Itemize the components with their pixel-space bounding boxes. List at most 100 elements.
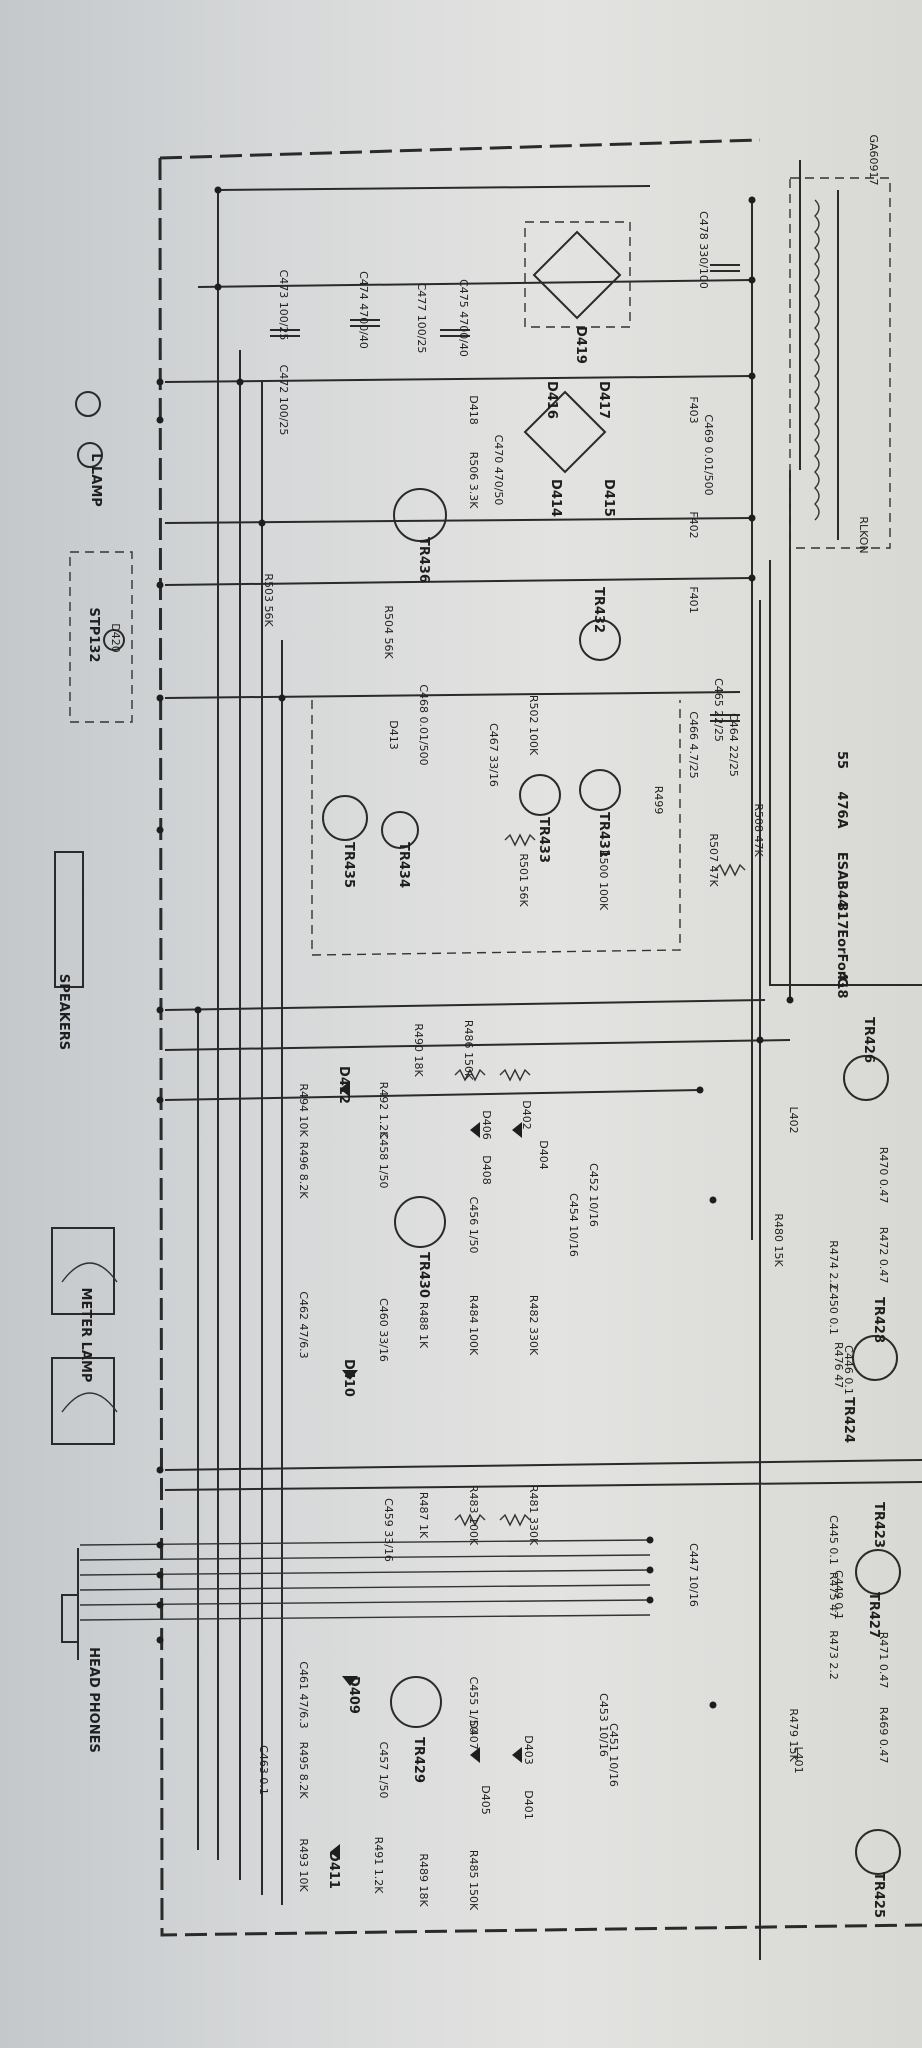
label-meter: METER LAMP — [78, 1288, 93, 1383]
label-c460: C460 33/16 — [377, 1298, 390, 1362]
label-d403: D403 — [522, 1735, 535, 1764]
label-d409: D409 — [346, 1676, 361, 1714]
terminal-dot — [756, 1036, 764, 1044]
label-d412: D412 — [336, 1066, 351, 1104]
label-r484: R484 100K — [467, 1295, 480, 1356]
protection-box — [311, 700, 681, 956]
terminal-dot — [748, 196, 756, 204]
terminal-dot — [696, 1086, 704, 1094]
label-ic_d: 418 — [834, 971, 849, 998]
label-r479: R479 15K — [787, 1708, 800, 1762]
meter-left — [51, 1357, 115, 1445]
label-d420: D420 — [109, 623, 122, 652]
label-c453: C453 10/16 — [597, 1693, 610, 1757]
terminal-dot — [156, 581, 164, 589]
terminal-dot — [258, 519, 266, 527]
label-r470: R470 0.47 — [877, 1147, 890, 1204]
label-c465: C465 22/25 — [712, 678, 725, 742]
label-r504: R504 56K — [382, 605, 395, 659]
label-c463: C463 0.1 — [257, 1745, 270, 1795]
terminal-dot — [709, 1701, 717, 1709]
label-c458: C458 1/50 — [377, 1132, 390, 1189]
label-r507: R507 47K — [707, 833, 720, 887]
label-r502: R502 100K — [527, 695, 540, 756]
label-head: HEAD PHONES — [86, 1647, 101, 1753]
diodes — [330, 1081, 522, 1860]
terminal-dot — [646, 1566, 654, 1574]
label-d408: D408 — [480, 1155, 493, 1184]
label-c452: C452 10/16 — [587, 1163, 600, 1227]
terminal-dot — [214, 283, 222, 291]
label-r494: R494 10K — [297, 1083, 310, 1137]
label-tr435: TR435 — [341, 842, 356, 888]
label-r499: R499 — [652, 786, 665, 815]
label-tr423: TR423 — [871, 1502, 886, 1548]
label-tr427: TR427 — [866, 1592, 881, 1638]
terminal-dot — [156, 1096, 164, 1104]
label-r469: R469 0.47 — [877, 1707, 890, 1764]
label-c450: C450 0.1 — [827, 1285, 840, 1335]
label-c472: C472 100/25 — [277, 365, 290, 436]
label-c462: C462 47/6.3 — [297, 1291, 310, 1358]
terminal-dot — [786, 996, 794, 1004]
bridge-box-d419 — [524, 221, 631, 328]
label-r508: R508 47K — [752, 803, 765, 857]
label-d410: D410 — [341, 1359, 356, 1397]
label-d416: D416 — [544, 381, 559, 419]
label-r489: R489 18K — [417, 1853, 430, 1907]
label-c474: C474 4700/40 — [357, 271, 370, 349]
terminal-dot — [156, 1466, 164, 1474]
label-r503: R503 56K — [262, 573, 275, 627]
speaker-terminal-block — [54, 851, 84, 988]
label-d405: D405 — [479, 1785, 492, 1814]
label-c451: C451 10/16 — [607, 1723, 620, 1787]
label-c464: C464 22/25 — [727, 713, 740, 777]
label-speakers: SPEAKERS — [56, 974, 71, 1050]
label-c456: C456 1/50 — [467, 1197, 480, 1254]
label-r475: R475 47 — [827, 1572, 840, 1618]
label-d419: D419 — [573, 326, 588, 364]
label-d417: D417 — [596, 381, 611, 419]
transistors — [322, 488, 901, 1875]
label-c478: C478 330/100 — [697, 211, 710, 289]
label-tr431: TR431 — [596, 812, 611, 858]
headphone-jack-icon — [61, 1594, 79, 1643]
label-c449: C449 0.1 — [832, 1570, 845, 1620]
headphone-harness — [79, 1539, 651, 1621]
label-l401: L401 — [792, 1746, 805, 1773]
label-tr430: TR430 — [416, 1252, 431, 1298]
ic-block — [769, 560, 922, 986]
chassis-frame — [158, 138, 922, 1937]
label-r480: R480 15K — [772, 1213, 785, 1267]
terminal-dot — [156, 694, 164, 702]
label-ic_a: 476A — [834, 791, 849, 828]
transformer-box — [789, 177, 891, 549]
transformer-winding — [814, 199, 820, 521]
terminal-dot — [156, 1636, 164, 1644]
label-lamp: L LAMP — [88, 453, 103, 507]
meter-right — [51, 1227, 115, 1315]
label-r496: R496 8.2K — [297, 1142, 310, 1200]
label-ic_e: 55 — [834, 751, 849, 769]
label-tr426: TR426 — [861, 1017, 876, 1063]
terminal-dot — [748, 276, 756, 284]
label-stp: STP132 — [86, 608, 101, 663]
label-c470: C470 470/50 — [492, 435, 505, 506]
terminal-dot — [646, 1536, 654, 1544]
label-r471: R471 0.47 — [877, 1632, 890, 1689]
lamp-left — [75, 391, 101, 417]
terminal-dot — [214, 186, 222, 194]
label-d404: D404 — [537, 1140, 550, 1169]
terminal-dot — [748, 574, 756, 582]
label-r491: R491 1.2K — [372, 1837, 385, 1895]
relay-coil-icon — [103, 629, 125, 651]
terminal-dots — [156, 186, 794, 1709]
label-f401: F401 — [687, 586, 700, 613]
label-d401: D401 — [522, 1790, 535, 1819]
label-ic_c: 817EorForG — [834, 902, 849, 988]
label-r486: R486 150K — [462, 1020, 475, 1081]
meter-left-arc — [61, 1392, 118, 1413]
terminal-dot — [709, 1196, 717, 1204]
terminal-dot — [156, 1601, 164, 1609]
label-r487: R487 1K — [417, 1492, 430, 1539]
